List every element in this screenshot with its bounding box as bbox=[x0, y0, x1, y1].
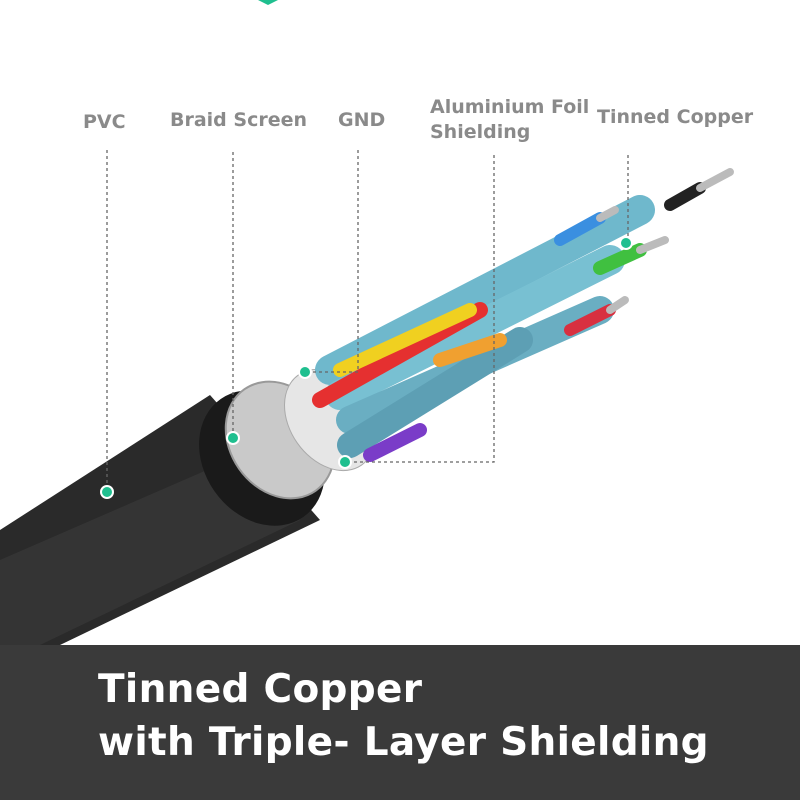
headline-band bbox=[0, 645, 800, 800]
cable-illustration bbox=[0, 0, 734, 645]
label-shielding: Shielding bbox=[430, 121, 531, 143]
label-braid-screen: Braid Screen bbox=[170, 109, 308, 131]
leader-lines bbox=[106, 150, 629, 492]
gnd-leader-line bbox=[305, 150, 359, 373]
twisted-pairs bbox=[312, 168, 734, 462]
label-aluminium-foil: Aluminium Foil bbox=[430, 96, 590, 118]
headline-line-1: Tinned Copper bbox=[98, 667, 423, 712]
braid-marker-dot bbox=[226, 431, 240, 445]
headline-line-2: with Triple- Layer Shielding bbox=[98, 720, 709, 765]
label-gnd: GND bbox=[338, 109, 386, 131]
foil-leader-line bbox=[345, 155, 495, 463]
gnd-marker-dot bbox=[298, 365, 312, 379]
copper-marker-dot bbox=[619, 236, 633, 250]
label-pvc: PVC bbox=[83, 111, 126, 133]
foil-marker-dot bbox=[338, 455, 352, 469]
pvc-marker-dot bbox=[100, 485, 114, 499]
label-tinned-copper: Tinned Copper bbox=[597, 106, 754, 128]
top-partial-mark bbox=[258, 0, 278, 5]
